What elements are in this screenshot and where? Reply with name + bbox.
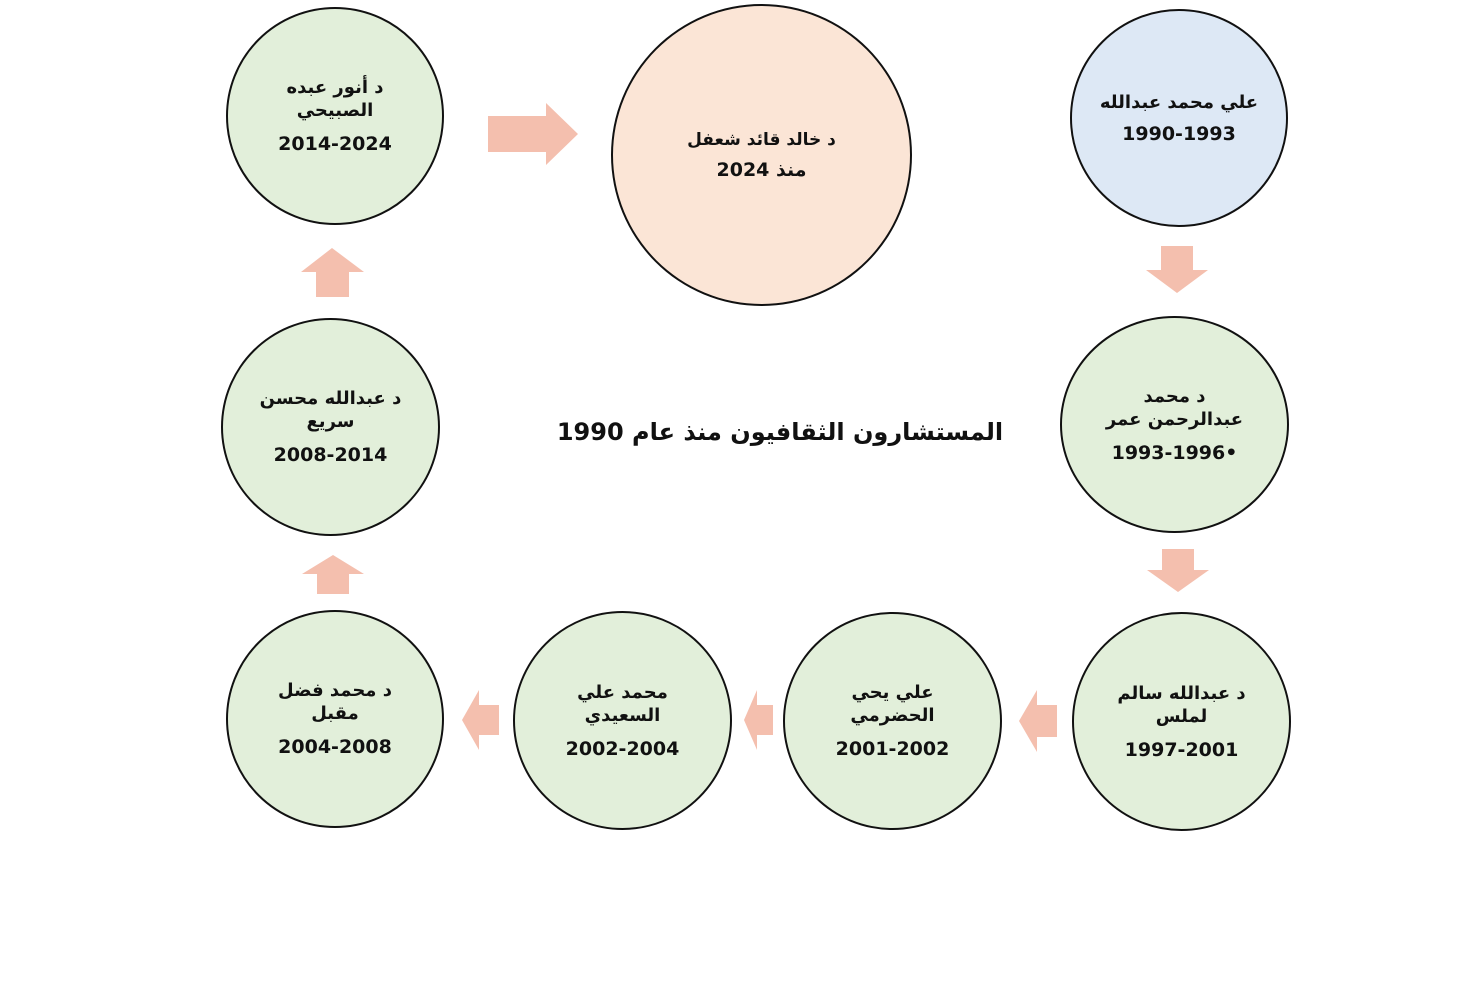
node-period: 2014-2024 <box>278 133 392 155</box>
node-name: محمد علي السعيدي <box>577 681 668 726</box>
node-2: د محمد عبدالرحمن عمر 1993-1996• <box>1060 316 1289 533</box>
node-period: 1993-1996• <box>1111 441 1238 464</box>
node-period: 1990-1993 <box>1122 122 1236 145</box>
arrow-left-3 <box>462 690 499 750</box>
arrow-up-2 <box>301 248 364 297</box>
arrow-down-2 <box>1147 549 1209 592</box>
node-name: د محمد عبدالرحمن عمر <box>1105 385 1244 430</box>
node-9: د خالد قائد شعفل منذ 2024 <box>611 4 912 306</box>
node-period: 2002-2004 <box>565 737 680 760</box>
node-name: د أنور عبده الصبيحي <box>286 77 384 121</box>
node-name: د محمد فضل مقبل <box>278 680 392 724</box>
arrow-up-1 <box>302 555 364 594</box>
arrow-right <box>488 103 578 165</box>
node-4: علي يحي الحضرمي 2001-2002 <box>783 612 1002 830</box>
node-1: علي محمد عبدالله 1990-1993 <box>1070 9 1288 227</box>
node-period: 2001-2002 <box>835 738 950 760</box>
node-5: محمد علي السعيدي 2002-2004 <box>513 611 732 830</box>
node-name: علي يحي الحضرمي <box>850 682 935 726</box>
arrow-left-1 <box>1019 690 1057 752</box>
node-period: 2004-2008 <box>278 736 392 758</box>
diagram-title: المستشارون الثقافيون منذ عام 1990 <box>556 418 1004 446</box>
node-period: منذ 2024 <box>716 158 807 181</box>
node-period: 1997-2001 <box>1124 738 1239 761</box>
node-8: د أنور عبده الصبيحي 2014-2024 <box>226 7 444 225</box>
node-period: 2008-2014 <box>273 444 388 466</box>
node-6: د محمد فضل مقبل 2004-2008 <box>226 610 444 828</box>
node-7: د عبدالله محسن سريع 2008-2014 <box>221 318 440 536</box>
node-3: د عبدالله سالم لملس 1997-2001 <box>1072 612 1291 831</box>
arrow-down-1 <box>1146 246 1208 293</box>
node-name: د عبدالله سالم لملس <box>1117 682 1246 727</box>
arrow-left-2 <box>744 690 773 750</box>
node-name: د عبدالله محسن سريع <box>259 388 402 432</box>
node-name: علي محمد عبدالله <box>1099 91 1259 113</box>
node-name: د خالد قائد شعفل <box>687 129 836 150</box>
